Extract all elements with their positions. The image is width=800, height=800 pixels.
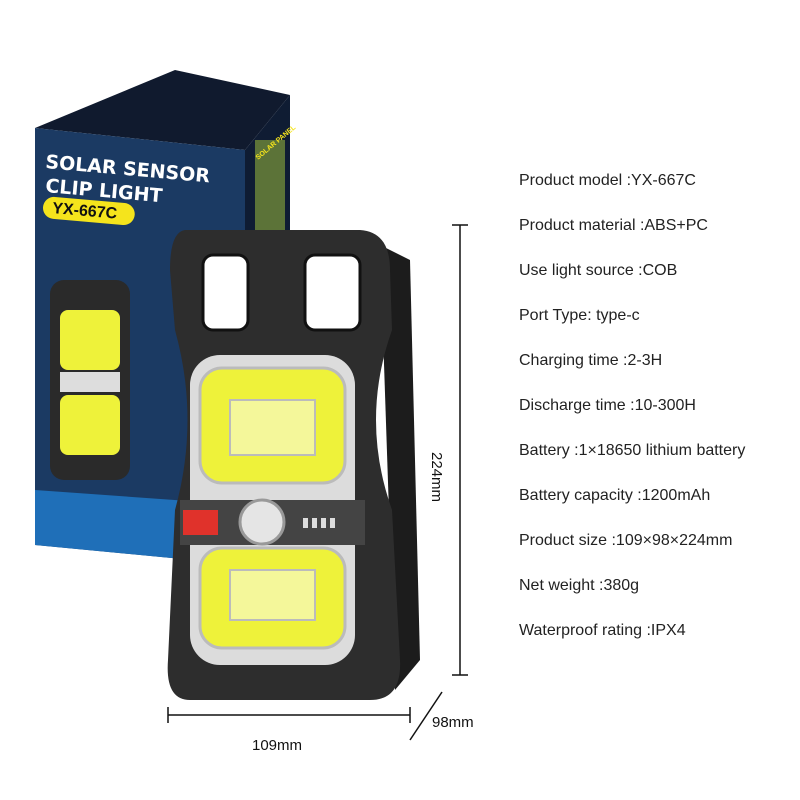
spec-material: Product material :ABS+PC <box>519 217 708 234</box>
spec-waterproof: Waterproof rating :IPX4 <box>519 622 686 639</box>
dimension-height-label: 224mm <box>428 452 445 503</box>
spec-charging-time: Charging time :2-3H <box>519 352 663 369</box>
spec-net-weight: Net weight :380g <box>519 577 640 594</box>
dimension-depth-label: 98mm <box>432 714 474 731</box>
spec-product-model: Product model :YX-667C <box>519 172 696 189</box>
box-model-badge: YX-667C <box>52 200 119 223</box>
spec-battery: Battery :1×18650 lithium battery <box>519 442 746 459</box>
lamp <box>167 230 420 700</box>
dimension-width-label: 109mm <box>252 737 303 754</box>
spec-battery-capacity: Battery capacity :1200mAh <box>519 487 711 504</box>
spec-product-size: Product size :109×98×224mm <box>519 532 733 549</box>
spec-port-type: Port Type: type-c <box>519 307 640 324</box>
spec-discharge-time: Discharge time :10-300H <box>519 397 696 414</box>
dimension-lines <box>167 224 468 741</box>
spec-light-source: Use light source :COB <box>519 262 678 279</box>
